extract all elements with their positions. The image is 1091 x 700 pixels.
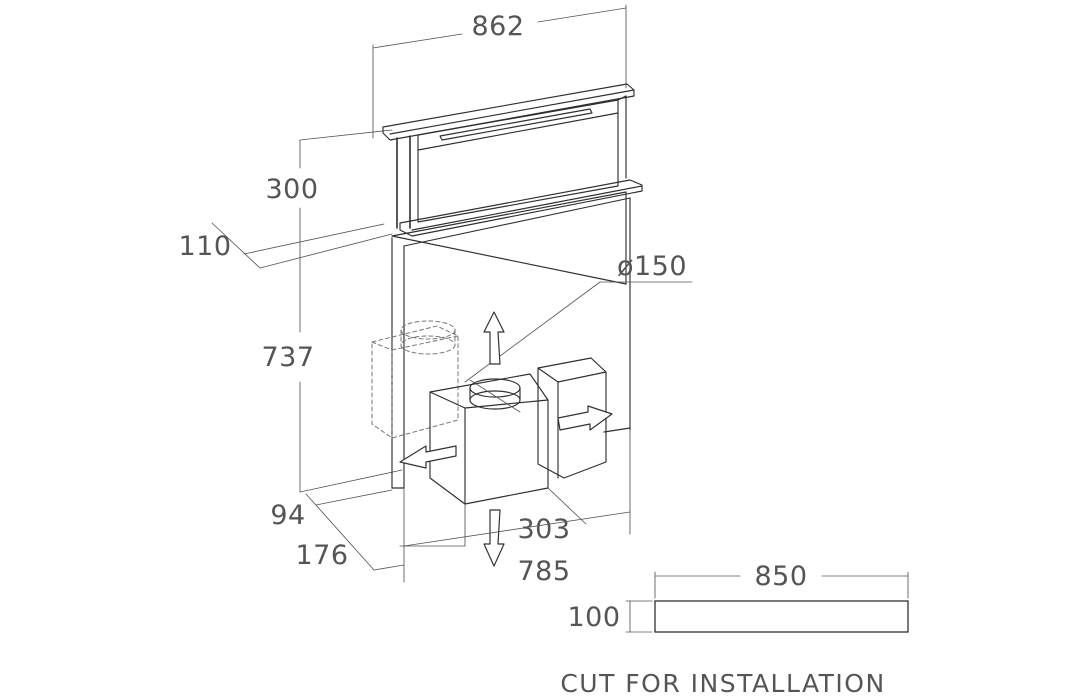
cutout-depth-label: 100 (567, 602, 620, 633)
cutout-rectangle (654, 600, 909, 633)
dimension-label-110: 110 (178, 231, 231, 262)
dimension-label-785: 785 (517, 556, 570, 587)
dimension-duct-diameter: ø150 (464, 251, 693, 413)
dimension-label-862: 862 (471, 11, 524, 42)
dimension-motor-depth: 303 (399, 487, 587, 547)
airflow-arrow-down (483, 509, 505, 567)
dimension-label-300: 300 (265, 174, 318, 205)
secondary-unit (537, 357, 607, 479)
dimension-label-737: 737 (261, 342, 314, 373)
dimension-label-150: ø150 (617, 251, 687, 282)
dimension-base-depth: 94 176 (270, 489, 393, 571)
cutout-caption: CUT FOR INSTALLATION (560, 669, 885, 698)
hood-main-body (391, 191, 631, 489)
airflow-arrow-right (557, 405, 613, 431)
dimension-label-176: 176 (295, 540, 348, 571)
airflow-arrow-up (483, 311, 505, 365)
hood-top-panel (382, 83, 643, 237)
dimension-label-94: 94 (270, 500, 305, 531)
dimension-left-vertical: 300 737 (261, 129, 403, 493)
motor-unit (429, 373, 549, 505)
dimension-top-width: 862 (372, 4, 627, 139)
alternate-motor-position (371, 320, 459, 439)
airflow-arrow-left (399, 445, 457, 469)
dimension-bottom-width: 785 (373, 429, 631, 587)
dimension-top-depth: 110 (178, 222, 393, 269)
cutout-width-label: 850 (754, 561, 807, 592)
dimension-label-303: 303 (517, 514, 570, 545)
cutout-drawing: 850 100 CUT FOR INSTALLATION (560, 561, 909, 698)
